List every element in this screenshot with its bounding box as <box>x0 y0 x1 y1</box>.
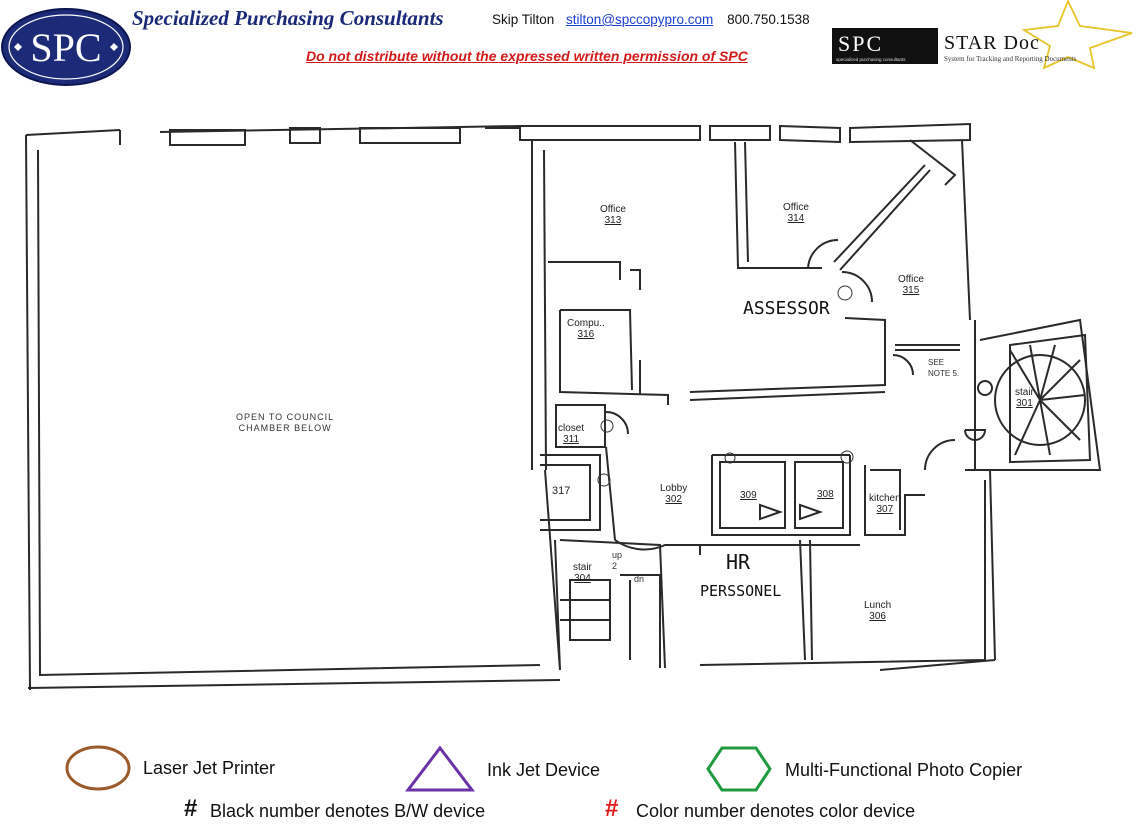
legend-laser-label: Laser Jet Printer <box>143 758 276 778</box>
contact-email-link[interactable]: stilton@spccopypro.com <box>566 12 714 27</box>
room-317-label: 317 <box>552 485 571 497</box>
red-hash-icon: # <box>605 795 619 822</box>
contact-phone: 800.750.1538 <box>727 12 810 27</box>
room-316-label: Compu..316 <box>567 318 605 340</box>
stardoc-spc-box <box>832 28 938 64</box>
mfp-hexagon-icon <box>706 746 772 792</box>
stardoc-spc-subtitle: specialized purchasing consultants <box>836 57 906 62</box>
star-icon <box>1021 0 1133 70</box>
distribution-warning: Do not distribute without the expressed … <box>306 48 748 64</box>
company-name: Specialized Purchasing Consultants <box>132 6 444 30</box>
legend-bw-note: Black number denotes B/W device <box>210 801 486 821</box>
stardoc-title: STAR Doc <box>944 32 1040 54</box>
hr-label: HR <box>726 550 751 574</box>
personnel-label: PERSSONEL <box>700 582 782 600</box>
room-308-label: 308 <box>817 489 834 500</box>
spc-logo: SPC <box>1 8 131 86</box>
stair-down-mark: dn <box>634 574 645 584</box>
floor-plan-drawing <box>25 122 1102 691</box>
contact-info: Skip Tilton stilton@spccopypro.com 800.7… <box>492 12 810 27</box>
stardoc-subtitle: System for Tracking and Reporting Docume… <box>944 55 1077 63</box>
inkjet-triangle-icon <box>404 745 476 792</box>
black-hash-icon: # <box>184 795 198 822</box>
legend-inkjet-label: Ink Jet Device <box>487 760 601 780</box>
room-309-label: 309 <box>740 490 757 501</box>
legend-mfp-label: Multi-Functional Photo Copier <box>785 760 1023 780</box>
contact-name: Skip Tilton <box>492 12 555 27</box>
assessor-label: ASSESSOR <box>743 298 830 319</box>
spc-logo-text: SPC <box>30 25 101 70</box>
stardoc-spc-logo: SPC <box>838 31 884 56</box>
laser-printer-circle-icon <box>65 745 131 791</box>
stair-up-mark: up <box>612 550 623 560</box>
stair-floor-mark: 2 <box>612 561 618 571</box>
legend-color-note: Color number denotes color device <box>636 801 916 821</box>
